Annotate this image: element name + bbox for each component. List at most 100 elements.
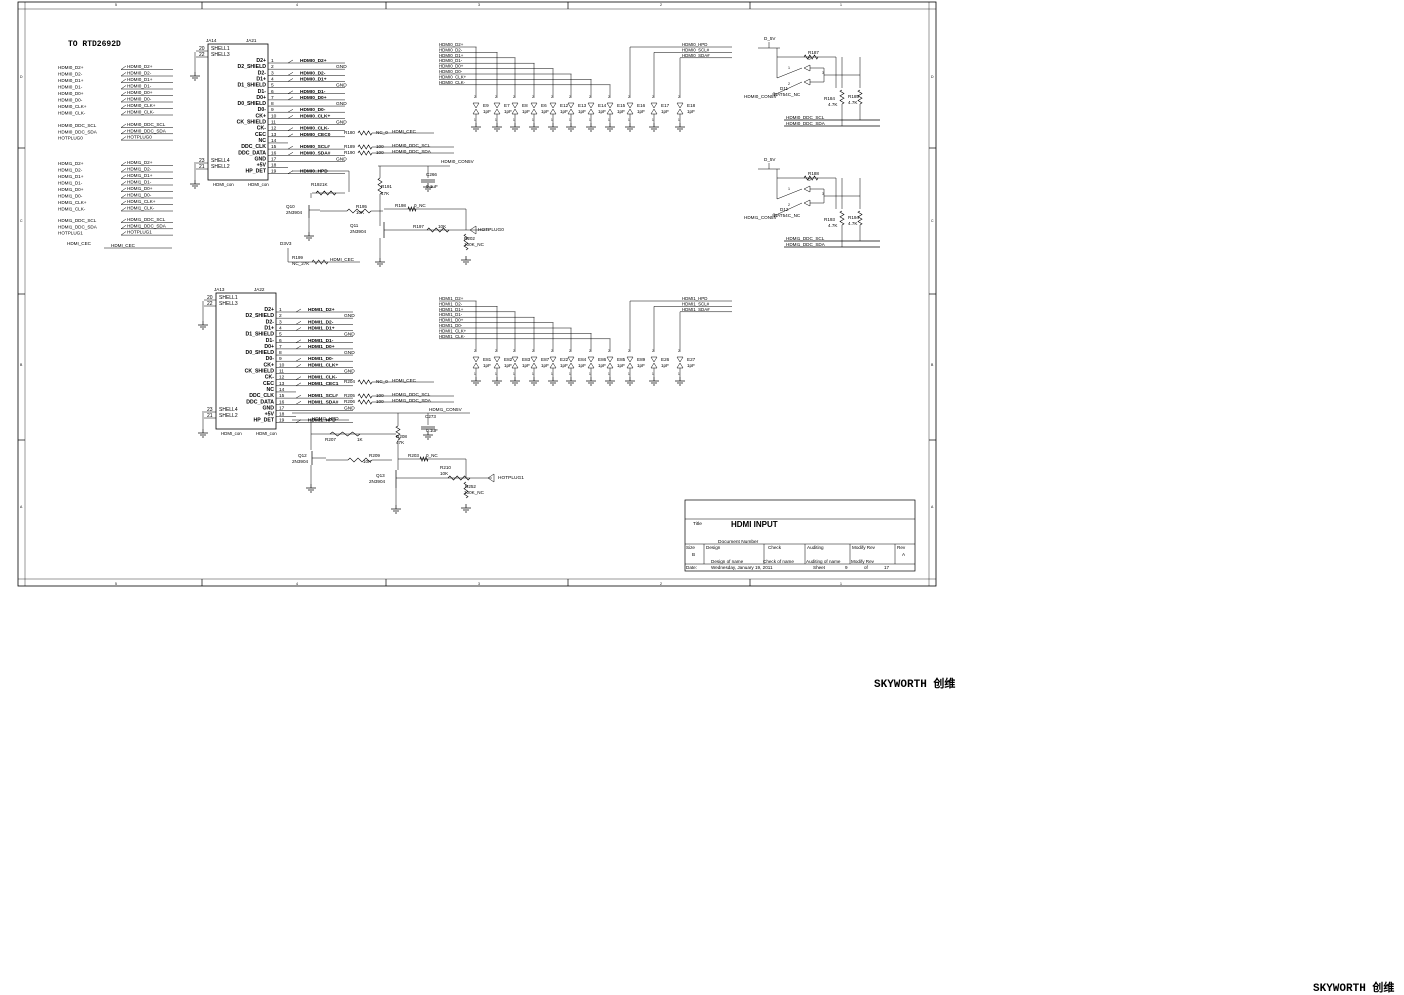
esd-hdmi0-pin2: 2 [495, 95, 497, 99]
ddc-pullup-hdmi0-sda-net: HDMI0_DDC_SDA [786, 121, 826, 126]
esd-hdmi1-ref: E81 [483, 357, 492, 362]
connector-hdmi0-pin-net-arrow [287, 133, 294, 138]
net-hdmi0-src: HDMI0_D2+ [58, 65, 84, 70]
connector-hdmi1-pin-name: HP_DET [254, 418, 275, 424]
connector-hdmi1-pin-num: 7 [279, 344, 282, 350]
connector-hdmi1-pin-name: DDC_DATA [246, 399, 274, 405]
connector-hdmi1-shell-name: SHELL1 [219, 295, 238, 301]
hp1-r209-val: 10K [363, 459, 372, 464]
hp0-cec-net: HDMI_CEC [330, 257, 355, 262]
connector-hdmi1-pin-net: HDMI1_HPD [308, 418, 336, 424]
net-hdmi0-arrow [120, 78, 127, 83]
net-hdmi1-ddc-arrow [120, 231, 127, 236]
esd-hdmi0-ref: E12 [560, 103, 569, 108]
connector-hdmi0-pin-net: GND [336, 101, 347, 107]
esd-hdmi1-ref: E26 [661, 357, 670, 362]
connector-hdmi0-pin-net-arrow [287, 78, 294, 82]
connector-hdmi1-pin-name: GND [262, 405, 274, 411]
net-hdmi1-ddc-dst: HOTPLUG1 [127, 230, 152, 235]
esd-hdmi1-ref: E87 [541, 357, 550, 362]
esd-hdmi0-val: 1pF [578, 109, 586, 114]
net-hdmi0-dst: HDMI0_D0+ [127, 90, 153, 95]
esd-hdmi0-rnet-label: HDMI0_SCL# [682, 47, 710, 52]
connector-hdmi0-pin-name: D1_SHIELD [237, 83, 266, 89]
esd-hdmi1-val: 1pF [598, 363, 606, 368]
connector-hdmi0-pin-name: DDC_CLK [241, 144, 266, 150]
net-hdmi0-arrow [120, 104, 127, 109]
connector-hdmi1-pin-num: 13 [279, 381, 285, 387]
connector-hdmi0-pin-net: GND [336, 120, 347, 126]
hp1-q12-type: 2N3904 [292, 459, 309, 464]
connector-hdmi0-pin-net: HDMI0_D0+ [300, 95, 327, 101]
title-block [684, 499, 916, 572]
ddc-pullup-hdmi0-d-pin: 1 [788, 66, 790, 70]
esd-hdmi1-tvs-symbol [587, 356, 595, 369]
esd-hdmi1-tvs-symbol [606, 356, 614, 369]
esd-hdmi1-net-label: HDMI1_D2+ [439, 296, 464, 301]
connector-hdmi1-pin-num: 6 [279, 338, 282, 344]
connector-hdmi0-pin-net: GND [336, 64, 347, 70]
connector-hdmi1-pin-name: D1_SHIELD [245, 332, 274, 338]
zone-label-right: B [931, 363, 934, 367]
ddc-pullup-hdmi1-scl-net: HDMI1_DDC_SCL [786, 236, 825, 241]
connector-hdmi1-pin-num: 1 [279, 307, 282, 313]
esd-hdmi1-pin1: 1 [532, 372, 534, 376]
esd-hdmi1-tvs-symbol [567, 356, 575, 369]
ddc-pullup-hdmi1-d-pin: 1 [788, 187, 790, 191]
connector-hdmi0-pin-num: 14 [271, 138, 277, 144]
hp1-r203-val: 0_NC [426, 453, 438, 458]
connector-hdmi1-shell-num: 20 [207, 295, 213, 301]
connector-hdmi1-pin-num: 4 [279, 325, 282, 331]
connector-hdmi0-pin-net: HDMI0_SCL# [300, 144, 330, 150]
connector-hdmi0-pin-net-arrow [287, 96, 294, 101]
net-hdmi1-ddc-arrow [120, 225, 127, 230]
esd-hdmi1-val: 1pF [483, 363, 491, 368]
connector-hdmi1-shell-name: SHELL3 [219, 301, 238, 307]
hp0-q10-type: 2N3904 [286, 210, 303, 215]
connector-hdmi0-pin-num: 17 [271, 156, 277, 162]
net-hdmi0-ddc-dst: HOTPLUG0 [127, 135, 152, 140]
net-hdmi0-dst: HDMI0_D2+ [127, 64, 153, 69]
connector-hdmi1-pin-net: HDMI1_D2+ [308, 307, 335, 313]
esd-hdmi1-pin1: 1 [474, 372, 476, 376]
esd-hdmi0-pin2: 2 [652, 95, 654, 99]
hp1-r208-val: 47K [396, 440, 405, 445]
hp0-r202-ref: R202 [464, 236, 475, 241]
ddc-pullup-hdmi1-con-wire [775, 202, 803, 216]
zone-label-top: 1 [840, 3, 842, 7]
connector-hdmi1-pin-net-arrow [295, 339, 302, 343]
title-block-modify-name: Modify Rev [851, 559, 875, 564]
esd-hdmi1-rnet-label: HDMI1_SCL# [682, 301, 710, 306]
zone-label-top: 3 [478, 3, 480, 7]
connector-hdmi0-ref-a: JA14 [206, 38, 217, 43]
net-hdmi0-src: HDMI0_CLK+ [58, 104, 87, 109]
esd-hdmi1-val: 1pF [522, 363, 530, 368]
connector-hdmi1-pin-num: 2 [279, 313, 282, 319]
connector-hdmi1-pin-num: 16 [279, 399, 285, 405]
connector-hdmi1-shell-num: 21 [207, 413, 213, 419]
connector-hdmi0-pin-net: HDMI0_CEC0 [300, 132, 331, 138]
esd-hdmi0-pin1: 1 [551, 118, 553, 122]
esd-hdmi1-ref: E83 [522, 357, 531, 362]
connector-hdmi0-pin-net: HDMI0_HPD [300, 169, 328, 175]
ddc-pullup-hdmi0-d-pin: 2 [788, 82, 790, 86]
net-hdmi1-src: HDMI1_D1+ [58, 174, 84, 179]
connector-hdmi0-pin-name: NC [259, 138, 267, 144]
connector-hdmi1-ref-a: JA13 [214, 287, 225, 292]
ddc-pullup-hdmi0-vcc-net: D_5V [764, 36, 776, 41]
net-hdmi0-dst: HDMI0_D0- [127, 97, 152, 102]
ddc-pullup-hdmi1-r-series-val: 0 [808, 177, 811, 182]
esd-hdmi0-rnet-label: HDMI0_HPD [682, 42, 707, 47]
connector-hdmi1-pin-name: NC [267, 387, 275, 393]
brand-label-center: SKYWORTH 创维 [874, 679, 956, 691]
connector-hdmi0-pin-name: CK+ [255, 113, 266, 119]
connector-hdmi0-pin-net-arrow [287, 152, 294, 156]
esd-hdmi0-net-label: HDMI0_D2+ [439, 42, 464, 47]
connector-hdmi1-pin-net: GND [344, 405, 355, 411]
connector-hdmi0-pin-name: D1- [258, 89, 267, 95]
connector-hdmi1-pin-name: CK_SHIELD [245, 369, 275, 375]
connector-hdmi1-pin-num: 8 [279, 350, 282, 356]
esd-hdmi0-net-label: HDMI0_D2- [439, 47, 463, 52]
esd-hdmi1-pin1: 1 [589, 372, 591, 376]
hp1-r209 [347, 457, 373, 463]
